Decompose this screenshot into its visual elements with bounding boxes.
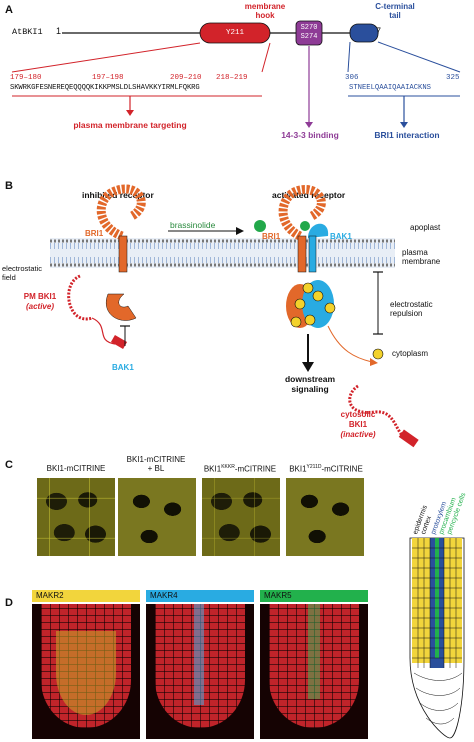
range-197: 197–198 bbox=[92, 74, 124, 82]
bri1-right-label: BRI1 bbox=[262, 232, 281, 241]
cytosolic-word: cytosolic bbox=[340, 410, 376, 419]
range-179: 179–180 bbox=[10, 74, 42, 82]
panel-c-letter: C bbox=[5, 459, 13, 471]
confocal-makr2 bbox=[32, 604, 140, 739]
confocal-makr4 bbox=[146, 604, 254, 739]
electrostatic-repulsion-label: electrostatic repulsion bbox=[390, 300, 433, 318]
brassinolide-label: brassinolide bbox=[170, 220, 216, 230]
membrane-hook-sequence: SKWRKGFESNEREQEQQQQKIKKPMSLDLSHAVKKYIRML… bbox=[10, 84, 200, 92]
start-number: 1 bbox=[56, 26, 62, 36]
cytosolic-bki1 bbox=[348, 384, 407, 440]
micrograph-label-1: BKI1-mCITRINE bbox=[46, 464, 106, 473]
pm-bki1-state: (active) bbox=[25, 302, 54, 311]
bak1-ectodomain bbox=[308, 223, 329, 238]
activated-receptor-label: activated receptor bbox=[272, 190, 346, 200]
cytosolic-bki1-label: cytosolic BKI1 (inactive) bbox=[328, 410, 388, 440]
cytoplasm-label: cytoplasm bbox=[392, 349, 429, 358]
range-209: 209–210 bbox=[170, 74, 202, 82]
binding-1433-label: 14-3-3 binding bbox=[281, 130, 339, 140]
brassinolide-molecule bbox=[254, 220, 266, 232]
pm-bki1-left bbox=[67, 274, 93, 321]
tail-title: C-terminal tail bbox=[375, 2, 415, 20]
panel-a-diagram bbox=[11, 20, 461, 128]
pm-targeting-label: plasma membrane targeting bbox=[73, 120, 187, 130]
hook-label: Y211 bbox=[225, 29, 244, 37]
panel-b-diagram bbox=[50, 184, 419, 448]
label3-tail: -mCITRINE bbox=[234, 464, 277, 474]
root-tip-schematic bbox=[409, 537, 465, 739]
label3-sup: KKKR bbox=[221, 464, 235, 470]
label3-main: BKI1 bbox=[203, 464, 222, 474]
pm-bki1-label: PM BKI1 (active) bbox=[8, 292, 72, 312]
micrograph-bki1-bl bbox=[118, 478, 196, 556]
makr5-tag: MAKR5 bbox=[260, 590, 368, 602]
tail-sequence: STNEELQAAIQAAIACKNS bbox=[349, 84, 431, 92]
pm-bki1-name: PM BKI1 bbox=[23, 292, 57, 301]
label4-tail: -mCITRINE bbox=[321, 464, 363, 474]
panel-b-letter: B bbox=[5, 180, 13, 192]
bak1-left-label: BAK1 bbox=[112, 363, 134, 372]
downstream-signaling-label: downstream signaling bbox=[284, 374, 336, 394]
range-325: 325 bbox=[446, 74, 460, 82]
phospho-sites: S270 S274 bbox=[296, 24, 322, 42]
phospho-site-box bbox=[295, 20, 323, 46]
micrograph-label-4: BKI1Y211D-mCITRINE bbox=[284, 464, 368, 474]
bri1-kinase-left bbox=[106, 293, 137, 321]
site-s270: S270 bbox=[300, 24, 318, 32]
cytosolic-name: BKI1 bbox=[348, 420, 368, 429]
micrograph-label-3: BKI1KKKR-mCITRINE bbox=[198, 464, 282, 474]
electrostatic-field-label: electrostatic field bbox=[2, 264, 43, 282]
phospho-groups bbox=[290, 282, 336, 328]
makr2-tag: MAKR2 bbox=[32, 590, 140, 602]
micrograph-bki1-kkkr bbox=[202, 478, 280, 556]
c-terminal-tail-domain bbox=[349, 23, 379, 43]
panel-d-letter: D bbox=[5, 597, 13, 609]
protein-name: AtBKI1 bbox=[12, 27, 43, 37]
micrograph-bki1 bbox=[37, 478, 115, 556]
bri1-ectodomain-right bbox=[278, 185, 326, 241]
bri1-interaction-label: BRI1 interaction bbox=[374, 130, 440, 140]
bak1-right-label: BAK1 bbox=[330, 232, 352, 241]
apoplast-label: apoplast bbox=[410, 223, 441, 232]
inhibited-receptor-label: inhibited receptor bbox=[82, 190, 154, 200]
range-306: 306 bbox=[345, 74, 359, 82]
membrane-hook-domain bbox=[199, 22, 271, 44]
plasma-membrane-label: plasma membrane bbox=[402, 248, 441, 266]
makr4-tag: MAKR4 bbox=[146, 590, 254, 602]
hook-title: membrane hook bbox=[244, 2, 286, 20]
panel-a-letter: A bbox=[5, 4, 13, 16]
micrograph-bki1-y211d bbox=[286, 478, 364, 556]
site-s274: S274 bbox=[300, 33, 318, 41]
range-218: 218–219 bbox=[216, 74, 248, 82]
cytosolic-state: (inactive) bbox=[340, 430, 376, 439]
micrograph-label-2: BKI1-mCITRINE + BL bbox=[126, 455, 186, 473]
bri1-ectodomain-left bbox=[96, 184, 146, 241]
bri1-left-label: BRI1 bbox=[85, 229, 104, 238]
confocal-makr5 bbox=[260, 604, 368, 739]
lipid-bilayer bbox=[50, 239, 395, 267]
label4-main: BKI1 bbox=[289, 464, 307, 474]
label4-sup: Y211D bbox=[306, 464, 322, 470]
